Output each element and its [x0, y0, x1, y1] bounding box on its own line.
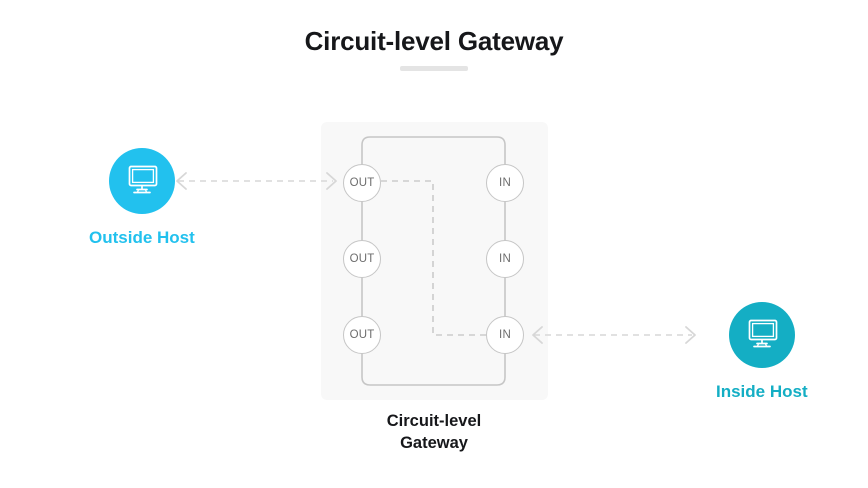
gateway-caption: Circuit-level Gateway — [334, 410, 534, 455]
inside-host[interactable]: Inside Host — [716, 302, 808, 402]
page-title: Circuit-level Gateway — [304, 26, 564, 56]
right-arrowhead-east — [685, 326, 696, 344]
outside-host-circle — [108, 148, 175, 214]
node-in-1[interactable]: IN — [486, 164, 524, 202]
node-in-3[interactable]: IN — [486, 316, 524, 354]
desktop-monitor-icon — [748, 319, 778, 348]
node-in-2-label: IN — [499, 253, 511, 265]
gateway-caption-line1: Circuit-level — [386, 412, 482, 430]
node-in-3-label: IN — [499, 329, 511, 341]
outside-host-label: Outside Host — [89, 228, 195, 247]
node-out-3-label: OUT — [349, 329, 375, 341]
node-out-3[interactable]: OUT — [343, 316, 381, 354]
inside-host-circle — [728, 302, 795, 368]
node-in-2[interactable]: IN — [486, 240, 524, 278]
node-out-2-label: OUT — [349, 253, 375, 265]
desktop-monitor-icon — [128, 165, 158, 194]
outside-host[interactable]: Outside Host — [89, 148, 195, 248]
node-out-1-label: OUT — [349, 177, 375, 189]
node-out-2[interactable]: OUT — [343, 240, 381, 278]
title-divider — [400, 66, 468, 71]
node-in-1-label: IN — [499, 177, 511, 189]
node-out-1[interactable]: OUT — [343, 164, 381, 202]
gateway-caption-line2: Gateway — [400, 434, 468, 453]
inside-host-label: Inside Host — [716, 382, 808, 401]
